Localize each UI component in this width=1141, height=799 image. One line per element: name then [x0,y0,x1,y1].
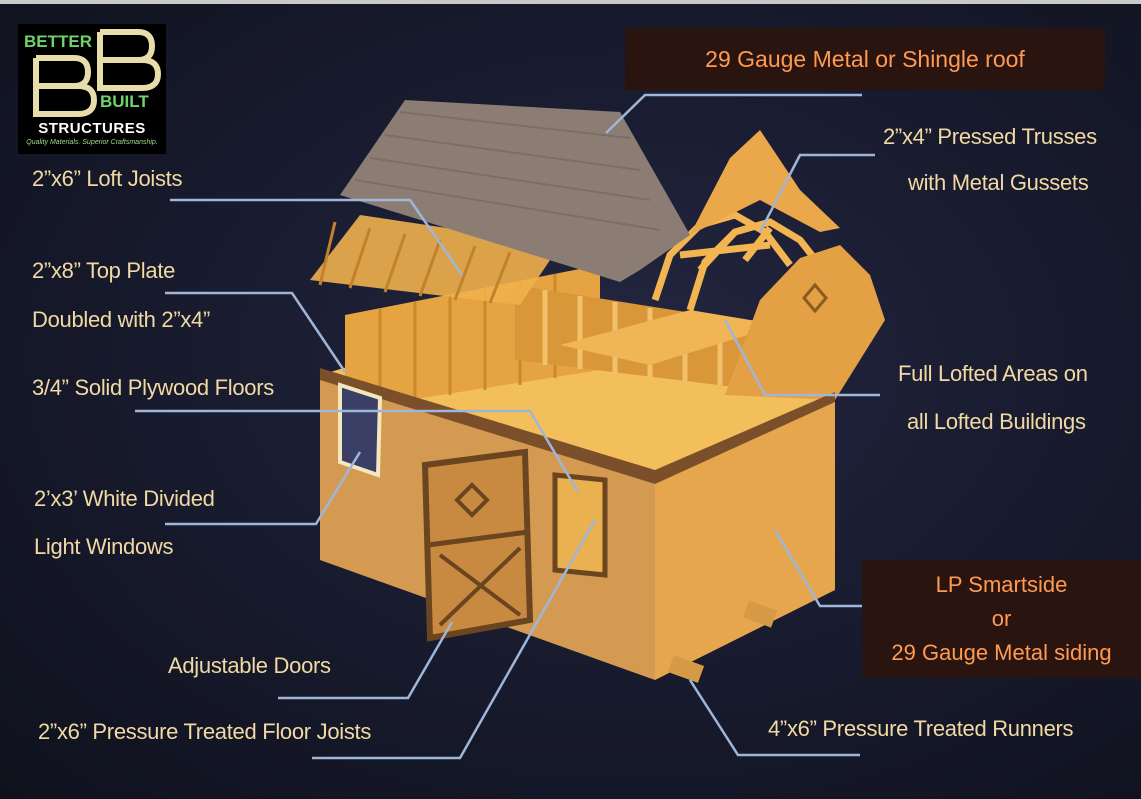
gable-end [725,245,885,400]
trusses-label-2: with Metal Gussets [908,170,1089,195]
leader-floor-joists [312,519,597,760]
leader-roof [605,93,862,134]
runner-right [742,600,778,628]
floors-label: 3/4” Solid Plywood Floors [32,375,274,400]
leader-trusses [758,153,875,233]
roof-label: 29 Gauge Metal or Shingle roof [705,46,1025,72]
trusses-label-1: 2”x4” Pressed Trusses [883,124,1097,149]
leader-floors [135,409,580,493]
logo-built: BUILT [100,92,149,111]
lofted-label-1: Full Lofted Areas on [898,361,1088,386]
front-window [552,472,608,578]
wall-top-trim [320,368,835,484]
leader-lines [135,93,880,760]
logo-tagline: Quality Materials. Superior Craftsmanshi… [26,139,158,146]
top-border [0,0,1141,4]
siding-label-3: 29 Gauge Metal siding [891,640,1112,665]
roof-panel [340,100,690,282]
floor-joists-label: 2”x6” Pressure Treated Floor Joists [38,719,372,744]
runners-label: 4”x6” Pressure Treated Runners [768,716,1074,741]
door-diamond [454,482,490,518]
better-built-logo: BETTER BUILT STRUCTURES Quality Material… [18,24,166,154]
leader-doors [278,621,454,700]
door [421,448,534,642]
top-plate-label-1: 2”x8” Top Plate [32,258,176,283]
runner-front [667,655,705,683]
roof-callout: 29 Gauge Metal or Shingle roof [625,28,1105,90]
roof-end [690,130,840,235]
logo-bb-mark [33,29,162,117]
leader-siding [773,529,862,608]
top-plate-label-2: Doubled with 2”x4” [32,307,211,332]
gable-vent [802,282,828,314]
left-window [338,382,383,478]
logo-better: BETTER [24,32,92,51]
lofted-label-2: all Lofted Buildings [907,409,1086,434]
windows-label-2: Light Windows [34,534,174,559]
leader-windows [165,451,362,526]
leader-loft-joists [170,198,464,276]
logo-structures: STRUCTURES [38,120,146,137]
siding-label-1: LP Smartside [935,572,1068,597]
shingle-lines [354,111,661,231]
windows-label-1: 2’x3’ White Divided [34,486,215,511]
leader-runners [688,679,860,757]
side-wall-siding [655,398,835,680]
leader-lofted [723,319,880,397]
loft-joist-lines [318,221,512,304]
loft-joists-label: 2”x6” Loft Joists [32,166,183,191]
loft-deck [560,310,780,365]
leader-top-plate [165,291,347,373]
siding-callout: LP Smartside or 29 Gauge Metal siding [862,560,1141,678]
doors-label: Adjustable Doors [168,653,331,678]
siding-label-2: or [991,606,1012,631]
